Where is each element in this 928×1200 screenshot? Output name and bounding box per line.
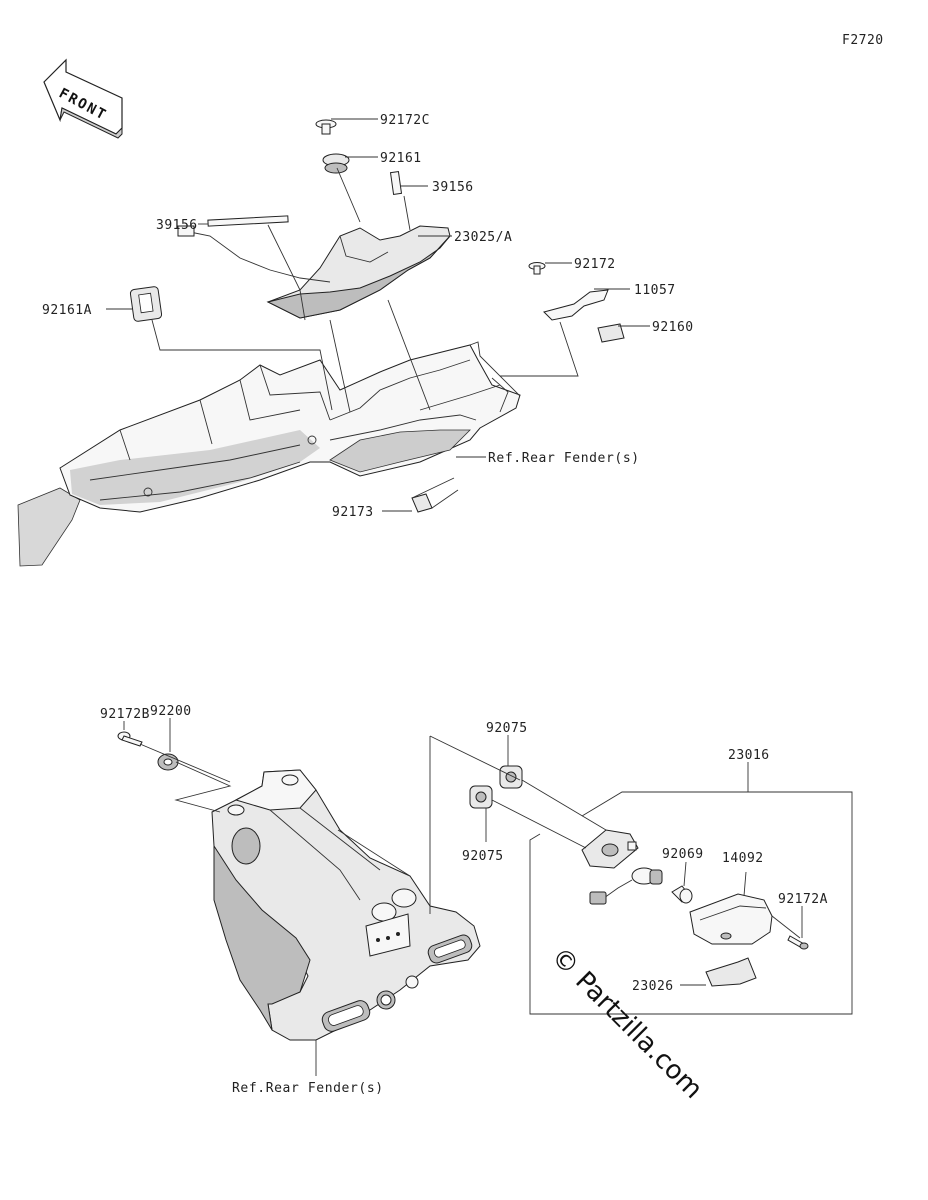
label-ref-rear-fender-lower: Ref.Rear Fender(s) <box>232 1081 384 1096</box>
part-23016-lamp-body <box>581 829 639 869</box>
fender-shadow <box>17 487 81 567</box>
part-92172C-screw <box>315 119 337 135</box>
label-92069: 92069 <box>662 847 704 862</box>
label-92172C: 92172C <box>380 113 430 128</box>
label-92172A: 92172A <box>778 892 828 907</box>
part-92075-grommet-top <box>499 765 523 789</box>
label-23016: 23016 <box>728 748 770 763</box>
part-92172A-screw <box>787 935 809 950</box>
part-socket <box>589 867 663 905</box>
part-92160-pad <box>597 323 625 343</box>
part-92200-washer <box>157 753 179 771</box>
part-92172-screw <box>528 262 546 275</box>
lower-assembly <box>117 718 853 1076</box>
label-92160: 92160 <box>652 320 694 335</box>
label-92161A: 92161A <box>42 303 92 318</box>
part-39156-strip-right <box>389 170 403 196</box>
label-92161: 92161 <box>380 151 422 166</box>
label-92172B: 92172B <box>100 707 150 722</box>
front-arrow-icon: FRONT <box>43 58 123 139</box>
part-92161-grommet <box>322 153 350 174</box>
part-23026-pad <box>705 957 757 987</box>
label-11057: 11057 <box>634 283 676 298</box>
part-92075-grommet-bottom <box>469 785 493 809</box>
part-92172B-screw <box>117 731 143 747</box>
label-92075-top: 92075 <box>486 721 528 736</box>
label-39156-right: 39156 <box>432 180 474 195</box>
diagram-id: F2720 <box>842 33 884 48</box>
label-39156-left: 39156 <box>156 218 198 233</box>
label-14092: 14092 <box>722 851 764 866</box>
label-92075-bottom: 92075 <box>462 849 504 864</box>
label-23025A: 23025/A <box>454 230 512 245</box>
part-11057-bracket <box>543 289 609 321</box>
part-92069-bulb <box>671 885 693 904</box>
upper-assembly <box>17 118 650 567</box>
label-23026: 23026 <box>632 979 674 994</box>
label-92173: 92173 <box>332 505 374 520</box>
label-92172: 92172 <box>574 257 616 272</box>
watermark: © Partzilla.com <box>545 942 708 1105</box>
label-ref-rear-fender-upper: Ref.Rear Fender(s) <box>488 451 640 466</box>
label-92200: 92200 <box>150 704 192 719</box>
part-39156-strip-left <box>207 215 289 227</box>
